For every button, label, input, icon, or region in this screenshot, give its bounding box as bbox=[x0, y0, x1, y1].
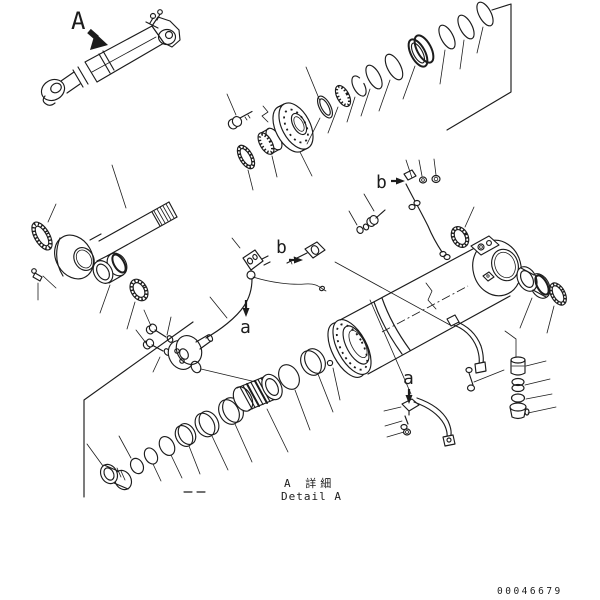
eye-bushing bbox=[92, 252, 128, 314]
section-boundary-top bbox=[446, 3, 512, 131]
detail-a-view bbox=[83, 321, 341, 498]
clamp-bolt bbox=[286, 241, 326, 265]
dust-seal-ring bbox=[236, 144, 256, 191]
callout-a-lower: a bbox=[403, 368, 414, 389]
eye-seal-ring bbox=[126, 278, 149, 330]
assembled-cylinder-view: A bbox=[40, 7, 181, 106]
pipe-bolt-washers bbox=[348, 193, 386, 234]
detail-ring-6 bbox=[278, 364, 311, 431]
cylinder-tube bbox=[327, 206, 567, 378]
a-lower-arrow-icon bbox=[405, 395, 413, 404]
piston-nut bbox=[86, 443, 133, 491]
detail-o-ring-1 bbox=[118, 435, 145, 475]
grease-fitting bbox=[31, 268, 57, 301]
o-ring-large bbox=[438, 24, 456, 85]
buffer-ring bbox=[402, 34, 435, 100]
drawing-number: 00046679 bbox=[497, 586, 563, 597]
grease-pipe-lower-tube bbox=[205, 278, 253, 339]
gland-bolt bbox=[226, 93, 253, 130]
view-a-label: A bbox=[71, 7, 86, 35]
wear-ring bbox=[327, 84, 352, 134]
band-clamp-lower bbox=[383, 397, 456, 447]
grease-plug bbox=[510, 356, 547, 376]
bearing-ring bbox=[31, 203, 57, 251]
valve-mount-bolts bbox=[135, 309, 174, 373]
grease-pipe-lower bbox=[135, 237, 451, 395]
piston-rod bbox=[31, 164, 178, 330]
callout-b-upper: b bbox=[376, 172, 387, 193]
head-seal-kit-chain bbox=[31, 1, 512, 251]
band-clamp-upper bbox=[446, 314, 505, 392]
u-packing-ring bbox=[378, 53, 404, 112]
b-upper-arrow-icon bbox=[396, 177, 405, 185]
callout-labels: b b a a bbox=[240, 172, 414, 404]
detail-ring-4 bbox=[174, 423, 201, 475]
grease-pipe-long bbox=[252, 276, 327, 292]
rod-seal-ring bbox=[306, 95, 334, 145]
detail-ring-7 bbox=[300, 348, 334, 413]
tube-eye-bushing bbox=[516, 266, 551, 329]
o-ring-small bbox=[510, 393, 553, 403]
elbow-nut bbox=[509, 402, 557, 420]
washer-rings bbox=[511, 377, 551, 393]
fitting-stack bbox=[504, 330, 557, 420]
rod-bushing bbox=[257, 127, 283, 178]
view-a-arrow-icon bbox=[87, 28, 108, 50]
section-boundary-bottom bbox=[83, 321, 194, 498]
check-valve-block bbox=[167, 334, 214, 370]
snap-ring bbox=[346, 75, 367, 123]
tube-head-bearing-ring bbox=[450, 206, 475, 248]
pipe-clamp-bracket bbox=[231, 237, 271, 271]
valve-o-ring bbox=[190, 360, 257, 383]
detail-ring-5 bbox=[194, 410, 229, 471]
caption: A 詳細 Detail A bbox=[281, 476, 342, 503]
caption-jp: A 詳細 bbox=[284, 476, 335, 490]
grease-pipe-upper bbox=[348, 158, 451, 261]
callout-a-mid: a bbox=[240, 317, 251, 338]
o-ring-large-3 bbox=[476, 1, 494, 54]
cylinder-head-gland bbox=[261, 66, 321, 177]
o-ring-large-2 bbox=[457, 14, 475, 70]
detail-o-ring-2 bbox=[143, 447, 162, 482]
a-mid-arrow-icon bbox=[242, 308, 250, 317]
callout-b-mid: b bbox=[276, 237, 287, 258]
tube-eye-seal-ring bbox=[546, 282, 567, 334]
detail-ring-3 bbox=[158, 436, 183, 479]
b-mid-arrow-icon bbox=[294, 256, 303, 264]
caption-en: Detail A bbox=[281, 490, 342, 503]
piston bbox=[232, 373, 289, 453]
detail-plug bbox=[326, 359, 341, 401]
backup-ring bbox=[360, 64, 383, 117]
pipe-coil bbox=[246, 270, 256, 280]
